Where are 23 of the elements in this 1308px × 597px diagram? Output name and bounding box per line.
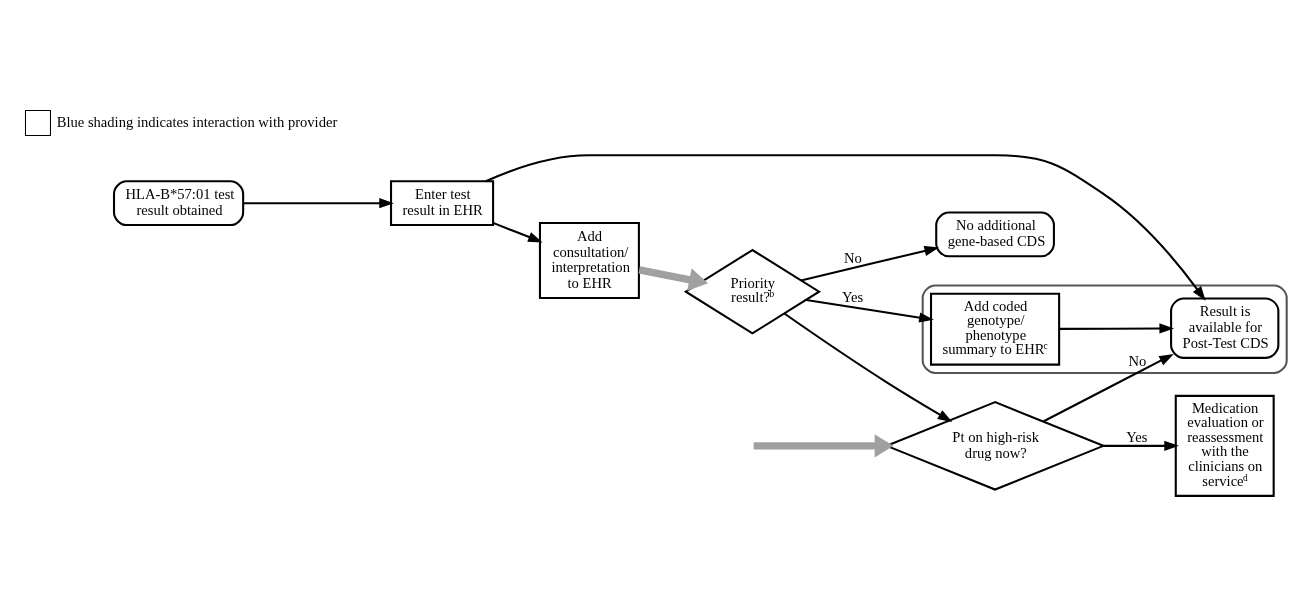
edge-label: Yes (1126, 428, 1148, 445)
node-box: Enter test result in EHR (390, 179, 495, 226)
arrow (243, 197, 394, 208)
edge-label: Yes (841, 288, 864, 305)
arrow (783, 312, 953, 422)
arrow (1059, 322, 1174, 334)
legend-label: Blue shading indicates interaction with provider (56, 113, 338, 130)
node-box: Add consultation/ interpretation to EHR (538, 221, 640, 299)
node-diamond: Priority result?$^{b}$ (683, 248, 822, 335)
arrow (800, 245, 940, 281)
arrow (638, 265, 708, 291)
node-box: HLA-B*57:01 test result obtained (112, 179, 245, 226)
arrow (1042, 353, 1174, 422)
node-box: Medication evaluation or reassessment with the clinicians on service$^{d}$ (1174, 394, 1275, 497)
node-box: No additional gene-based CDS (935, 211, 1055, 257)
edge-label: No (1128, 352, 1147, 369)
node-box: Add coded genotype/ phenotype summary to EHR$^{c}$ (930, 292, 1061, 366)
arrow (492, 221, 543, 242)
arrow (806, 298, 934, 323)
node-box: Result is available for Post-Test CDS (1170, 296, 1280, 359)
edge-label: No (844, 249, 862, 266)
arrow (485, 153, 1206, 301)
arrow (1103, 440, 1179, 451)
